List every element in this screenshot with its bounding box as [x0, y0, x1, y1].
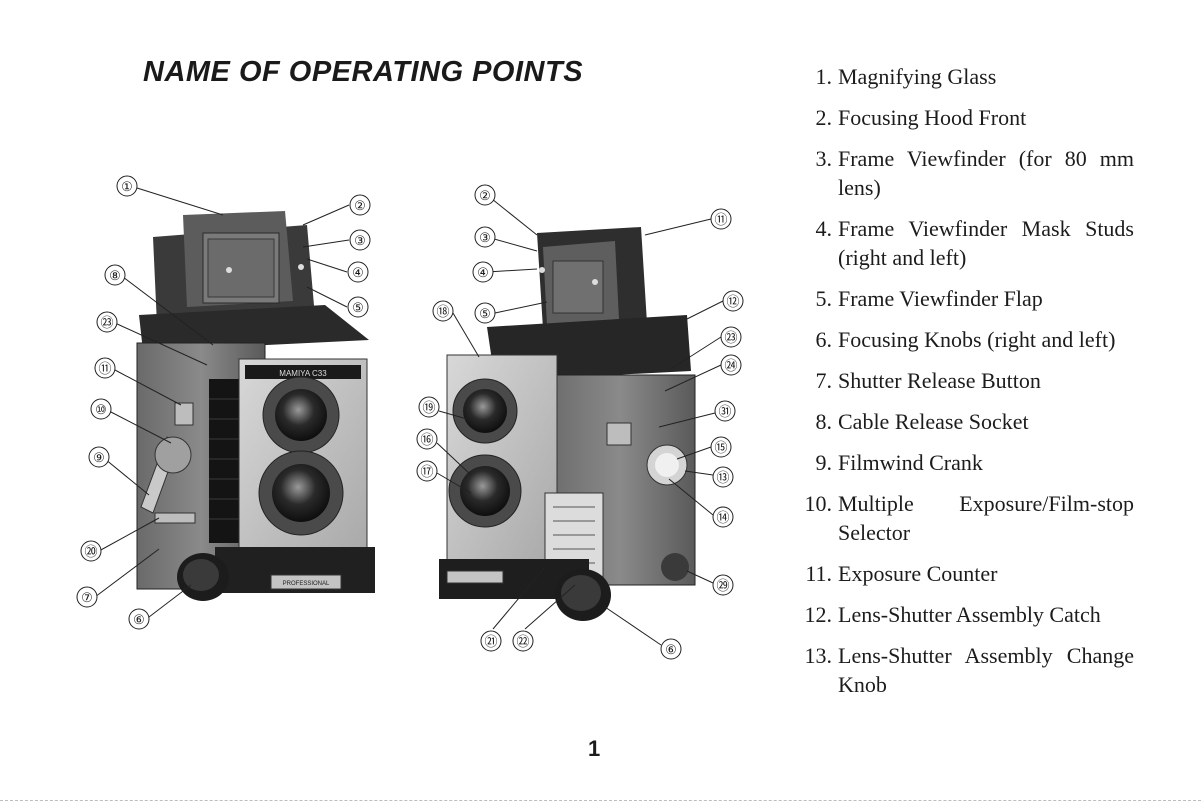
item-label: Lens-Shutter Assembly Change Knob: [838, 643, 1134, 697]
item-number: 11.: [805, 561, 832, 586]
callout-7: ⑦: [81, 590, 93, 605]
callout-r24: ㉔: [724, 358, 737, 373]
item-number: 10.: [804, 491, 833, 516]
item-label: Filmwind Crank: [838, 450, 983, 475]
callout-r18: ⑱: [436, 304, 449, 319]
item-number: 12.: [804, 602, 833, 627]
item-number: 9.: [815, 450, 833, 475]
callout-r3: ③: [479, 230, 491, 245]
left-camera: MAMIYA C33 PROFESSIONAL: [136, 211, 375, 601]
callout-r1: ⑪: [714, 212, 727, 227]
item-label: Shutter Release Button: [838, 368, 1041, 393]
item-label: Focusing Hood Front: [838, 105, 1027, 130]
callout-2: ②: [354, 198, 366, 213]
callout-4: ④: [352, 265, 364, 280]
list-item: 9. Filmwind Crank: [804, 448, 1134, 477]
list-item: 7. Shutter Release Button: [804, 366, 1134, 395]
item-number: 5.: [815, 286, 833, 311]
callout-r23: ㉓: [724, 330, 737, 345]
callout-3: ③: [354, 233, 366, 248]
item-label: Frame Viewfinder (for 80 mm lens): [838, 146, 1134, 200]
item-label: Exposure Counter: [838, 561, 998, 586]
callout-r19: ⑲: [422, 400, 435, 415]
list-item: 1. Magnifying Glass: [804, 62, 1134, 91]
callout-r2: ②: [479, 188, 491, 203]
callout-10: ⑩: [95, 402, 107, 417]
callout-r31: ㉛: [718, 404, 731, 419]
callout-23: ㉓: [100, 315, 113, 330]
callout-20: ⑳: [84, 544, 97, 559]
list-item: 6. Focusing Knobs (right and left): [804, 325, 1134, 354]
page-edge-divider: [0, 800, 1201, 801]
page-title: NAME OF OPERATING POINTS: [143, 56, 584, 88]
camera-photo: MAMIYA C33 PROFESSIONAL: [75, 175, 770, 675]
callout-6: ⑥: [133, 612, 145, 627]
item-label: Lens-Shutter Assembly Catch: [838, 602, 1101, 627]
list-item: 4. Frame Viewfinder Mask Studs (right an…: [804, 214, 1135, 272]
item-number: 13.: [804, 643, 833, 668]
list-item: 5. Frame Viewfinder Flap: [804, 284, 1134, 313]
item-label: Magnifying Glass: [838, 64, 997, 89]
callout-5: ⑤: [352, 300, 364, 315]
item-number: 2.: [815, 105, 833, 130]
lens-nameplate: MAMIYA C33: [279, 369, 327, 378]
item-number: 4.: [815, 216, 833, 241]
callout-r12: ⑫: [726, 294, 739, 309]
item-number: 8.: [815, 409, 833, 434]
callout-r15: ⑮: [714, 440, 727, 455]
item-number: 7.: [815, 368, 833, 393]
callout-r16: ⑯: [420, 432, 433, 447]
callout-8: ⑧: [109, 268, 121, 283]
callout-r21: ㉑: [484, 634, 497, 649]
callout-r17: ⑰: [420, 464, 433, 479]
callout-1: ①: [121, 179, 133, 194]
page-number: 1: [588, 736, 601, 761]
list-item: 13. Lens-Shutter Assembly Change Knob: [804, 641, 1135, 699]
list-item: 10. Multiple Exposure/Film-stop Selector: [804, 489, 1135, 547]
item-number: 1.: [815, 64, 833, 89]
parts-list: 1. Magnifying Glass 2. Focusing Hood Fro…: [804, 62, 1135, 711]
item-number: 6.: [815, 327, 833, 352]
list-item: 11. Exposure Counter: [804, 559, 1134, 588]
item-number: 3.: [815, 146, 833, 171]
callout-r22: ㉒: [516, 634, 529, 649]
right-camera: [439, 227, 696, 621]
item-label: Cable Release Socket: [838, 409, 1029, 434]
callout-r5: ⑤: [479, 306, 491, 321]
item-label: Focusing Knobs (right and left): [838, 327, 1116, 352]
list-item: 3. Frame Viewfinder (for 80 mm lens): [804, 144, 1135, 202]
list-item: 8. Cable Release Socket: [804, 407, 1134, 436]
callout-9: ⑨: [93, 450, 105, 465]
list-item: 12. Lens-Shutter Assembly Catch: [804, 600, 1134, 629]
list-item: 2. Focusing Hood Front: [804, 103, 1134, 132]
callout-r4: ④: [477, 265, 489, 280]
item-label: Frame Viewfinder Flap: [838, 286, 1043, 311]
callout-r6: ⑥: [665, 642, 677, 657]
front-plate-label: PROFESSIONAL: [283, 581, 330, 587]
callout-r29: ㉙: [716, 578, 729, 593]
callout-r14: ⑭: [716, 510, 729, 525]
callout-11: ⑪: [98, 361, 111, 376]
callout-r13: ⑬: [716, 470, 729, 485]
item-label: Multiple Exposure/Film-stop Selector: [838, 491, 1134, 545]
item-label: Frame Viewfinder Mask Studs (right and l…: [838, 216, 1134, 270]
